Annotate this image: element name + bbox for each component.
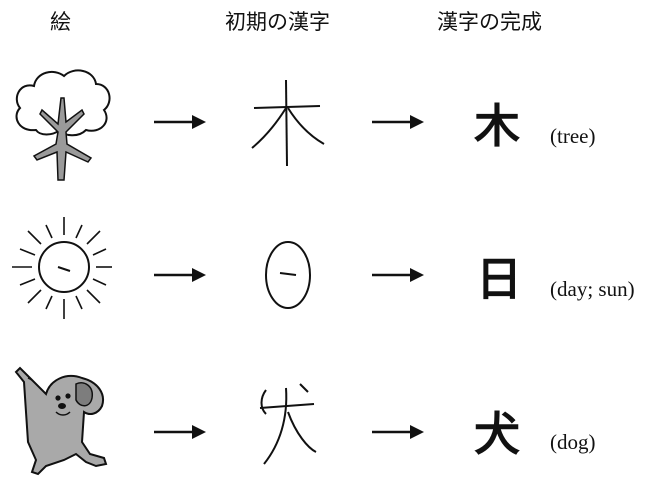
row-dog: 犬 (dog) xyxy=(0,350,653,480)
early-kanji-dog xyxy=(259,383,317,465)
meaning-dog: (dog) xyxy=(550,430,596,454)
arrow-icon xyxy=(154,268,206,282)
kanji-dog: 犬 xyxy=(474,407,520,461)
early-kanji-tree xyxy=(251,79,325,166)
row-sun: 日 (day; sun) xyxy=(0,205,653,335)
meaning-tree: (tree) xyxy=(550,124,596,148)
header-early-kanji: 初期の漢字 xyxy=(225,10,330,34)
row-tree: 木 (tree) xyxy=(0,62,653,192)
sun-picture xyxy=(12,217,112,319)
arrow-icon xyxy=(154,425,206,439)
meaning-sun: (day; sun) xyxy=(550,277,635,301)
kanji-sun: 日 xyxy=(476,252,522,306)
header-picture: 絵 xyxy=(50,10,71,34)
kanji-tree: 木 xyxy=(474,99,520,153)
arrow-icon xyxy=(372,115,424,129)
arrow-icon xyxy=(372,268,424,282)
arrow-icon xyxy=(372,425,424,439)
early-kanji-sun xyxy=(265,241,311,309)
arrow-icon xyxy=(154,115,206,129)
header-completed-kanji: 漢字の完成 xyxy=(437,10,542,34)
tree-picture xyxy=(15,69,111,181)
dog-picture xyxy=(14,366,108,476)
